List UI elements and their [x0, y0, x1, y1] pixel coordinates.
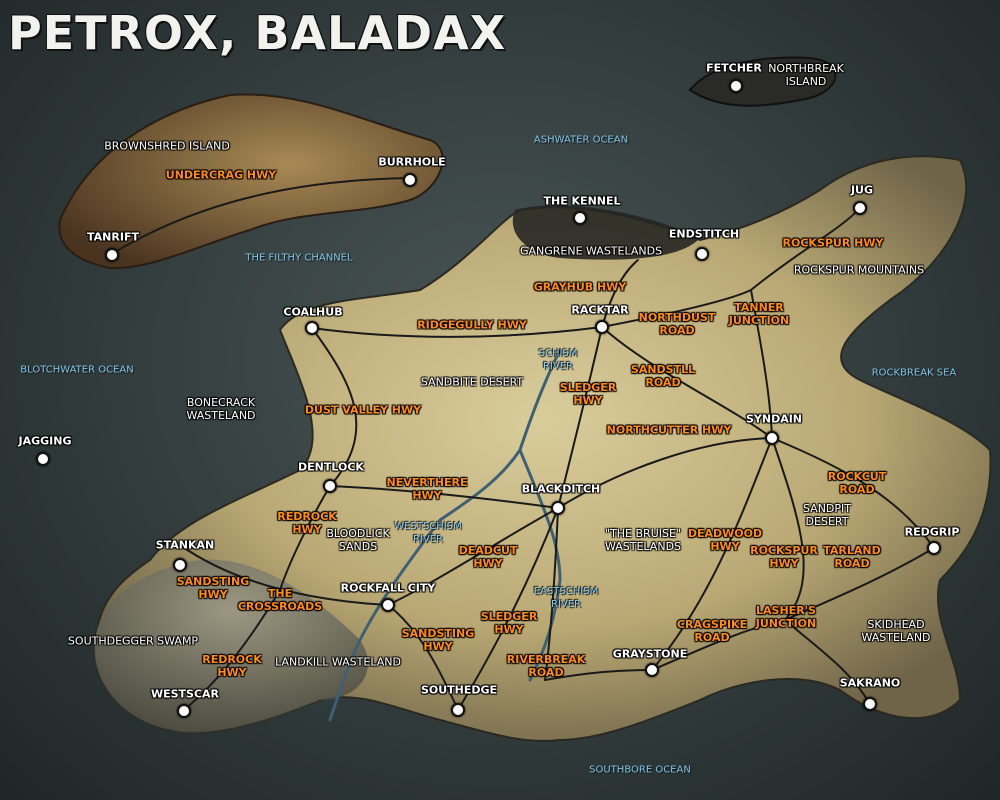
city-label-fetcher: FETCHER: [706, 61, 762, 75]
city-label-burrhole: BURRHOLE: [378, 155, 446, 169]
city-marker-redgrip[interactable]: [927, 541, 941, 555]
water-label-ashwater-ocean: ASHWATER OCEAN: [533, 134, 629, 146]
city-marker-blackditch[interactable]: [551, 501, 565, 515]
city-label-blackditch: BLACKDITCH: [521, 482, 601, 496]
water-label-blotchwater-ocean: BLOTCHWATER OCEAN: [20, 364, 134, 376]
river-label-eastschism: EASTSCHISM RIVER: [533, 586, 599, 610]
region-label-sandpit-desert: SANDPIT DESERT: [802, 502, 852, 528]
city-marker-dentlock[interactable]: [323, 479, 337, 493]
city-label-sakrano: SAKRANO: [839, 676, 901, 690]
city-label-stankan: STANKAN: [155, 538, 215, 552]
city-marker-fetcher[interactable]: [729, 79, 743, 93]
highway-label-cragspike-road: CRAGSPIKE ROAD: [676, 618, 748, 644]
highway-label-the-crossroads: THE CROSSROADS: [237, 587, 323, 613]
region-label-rockspur-mountains: ROCKSPUR MOUNTAINS: [793, 263, 925, 277]
highway-label-sledger-north: SLEDGER HWY: [559, 381, 617, 407]
city-label-syndain: SYNDAIN: [745, 412, 803, 426]
region-label-gangrene-wastelands: GANGRENE WASTELANDS: [519, 244, 663, 258]
region-label-landkill-wasteland: LANDKILL WASTELAND: [275, 655, 401, 669]
highway-label-grayhub: GRAYHUB HWY: [533, 280, 627, 294]
city-label-the-kennel: THE KENNEL: [543, 194, 621, 208]
southern-lowlands-shape: [94, 559, 368, 733]
map-title: PETROX, BALADAX: [8, 6, 507, 60]
region-label-sandbite-desert: SANDBITE DESERT: [420, 375, 524, 389]
region-label-northbreak-island: NORTHBREAK ISLAND: [768, 62, 844, 88]
highway-label-northdust-road: NORTHDUST ROAD: [638, 311, 716, 337]
city-label-graystone: GRAYSTONE: [612, 647, 688, 661]
roads: [109, 177, 935, 711]
city-marker-racktar[interactable]: [595, 320, 609, 334]
region-label-bonecrack-wasteland: BONECRACK WASTELAND: [186, 396, 256, 422]
highway-label-rockspur-north: ROCKSPUR HWY: [782, 236, 884, 250]
highway-label-sandstll-road: SANDSTLL ROAD: [630, 363, 696, 389]
city-label-dentlock: DENTLOCK: [298, 460, 364, 474]
city-label-tanrift: TANRIFT: [87, 230, 139, 244]
highway-label-sledger-south: SLEDGER HWY: [480, 610, 538, 636]
region-label-brownshred-island: BROWNSHRED ISLAND: [104, 139, 230, 153]
highway-label-dust-valley: DUST VALLEY HWY: [304, 403, 422, 417]
highway-label-rockcut-road: ROCKCUT ROAD: [827, 470, 887, 496]
highway-label-sandsting-west: SANDSTING HWY: [176, 575, 250, 601]
city-marker-stankan[interactable]: [173, 558, 187, 572]
region-label-bloodlick-sands: BLOODLICK SANDS: [326, 527, 390, 553]
gangrene-patch-shape: [512, 205, 700, 260]
city-marker-burrhole[interactable]: [403, 173, 417, 187]
city-marker-the-kennel[interactable]: [573, 211, 587, 225]
river-label-schism: SCHISM RIVER: [538, 348, 578, 372]
city-label-jug: JUG: [850, 183, 874, 197]
highway-label-undercrag: UNDERCRAG HWY: [165, 168, 277, 182]
city-label-westscar: WESTSCAR: [150, 687, 220, 701]
city-marker-rockfall-city[interactable]: [381, 598, 395, 612]
river-label-westschism: WESTSCHISM RIVER: [394, 521, 462, 545]
water-label-rockbreak-sea: ROCKBREAK SEA: [871, 367, 957, 379]
city-label-racktar: RACKTAR: [571, 303, 629, 317]
region-label-southdegger-swamp: SOUTHDEGGER SWAMP: [67, 634, 199, 648]
highway-label-northcutter: NORTHCUTTER HWY: [606, 423, 732, 437]
water-label-the-filthy-channel: THE FILTHY CHANNEL: [245, 252, 353, 264]
rivers: [328, 348, 562, 722]
highway-label-tanner-junction: TANNER JUNCTION: [728, 301, 790, 327]
highway-label-lashers-junction: LASHER'S JUNCTION: [755, 604, 817, 630]
city-label-rockfall-city: ROCKFALL CITY: [340, 581, 436, 595]
city-marker-syndain[interactable]: [765, 431, 779, 445]
city-marker-endstitch[interactable]: [695, 247, 709, 261]
city-marker-graystone[interactable]: [645, 663, 659, 677]
city-marker-southedge[interactable]: [451, 703, 465, 717]
mainland-shape: [93, 155, 992, 742]
highway-label-neverthere: NEVERTHERE HWY: [386, 476, 468, 502]
city-label-coalhub: COALHUB: [283, 305, 343, 319]
city-marker-westscar[interactable]: [177, 704, 191, 718]
water-label-southbore-ocean: SOUTHBORE OCEAN: [589, 764, 691, 776]
city-marker-jug[interactable]: [853, 201, 867, 215]
city-label-endstitch: ENDSTITCH: [668, 227, 740, 241]
highway-label-redrock-north: REDROCK HWY: [277, 510, 337, 536]
highway-label-riverbreak-road: RIVERBREAK ROAD: [506, 653, 586, 679]
brownshred-island-shape: [58, 93, 444, 270]
highway-label-deadcut: DEADCUT HWY: [458, 544, 518, 570]
highway-label-deadwood: DEADWOOD HWY: [687, 527, 763, 553]
northbreak-island-shape: [688, 56, 837, 107]
city-label-jagging: JAGGING: [18, 434, 72, 448]
city-marker-tanrift[interactable]: [105, 248, 119, 262]
city-label-southedge: SOUTHEDGE: [420, 683, 498, 697]
highway-label-sandsting-south: SANDSTING HWY: [401, 627, 475, 653]
city-label-redgrip: REDGRIP: [904, 525, 960, 539]
city-marker-coalhub[interactable]: [305, 321, 319, 335]
region-label-skidhead-wasteland: SKIDHEAD WASTELAND: [861, 618, 931, 644]
city-marker-sakrano[interactable]: [863, 697, 877, 711]
city-marker-jagging[interactable]: [36, 452, 50, 466]
region-label-the-bruise-wastelands: "THE BRUISE" WASTELANDS: [604, 527, 682, 553]
highway-label-ridgegully: RIDGEGULLY HWY: [417, 318, 527, 332]
highway-label-tarland-road: TARLAND ROAD: [823, 544, 881, 570]
highway-label-redrock-south: REDROCK HWY: [202, 653, 262, 679]
highway-label-rockspur-south: ROCKSPUR HWY: [750, 544, 818, 570]
